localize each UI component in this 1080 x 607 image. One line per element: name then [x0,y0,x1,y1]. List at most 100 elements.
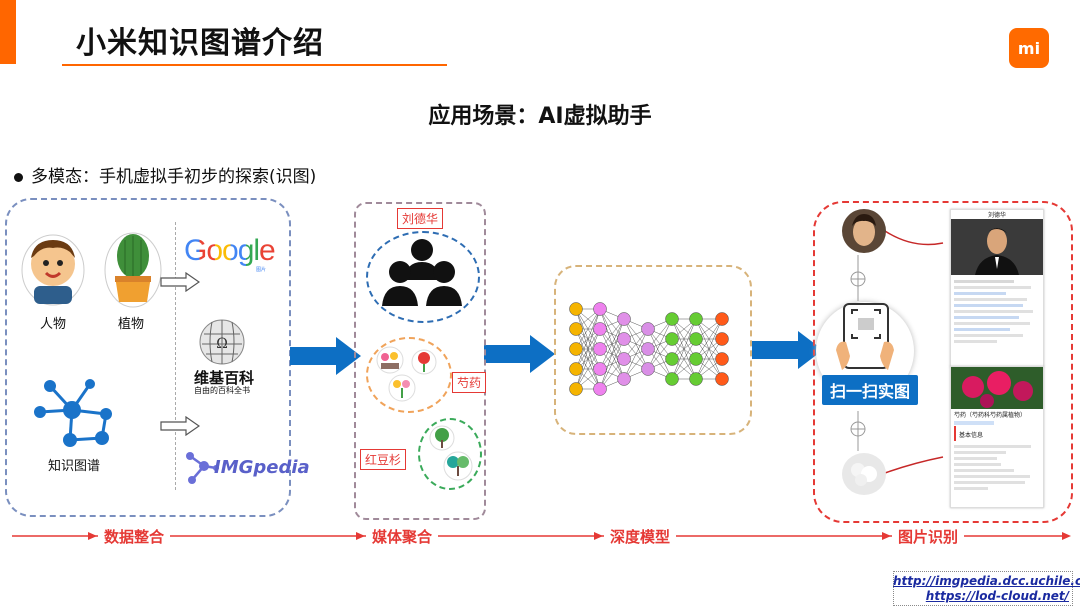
slide-subtitle: 应用场景：AI虚拟助手 [428,104,652,129]
network-node [617,332,631,346]
card-text-line [954,310,1034,313]
cactus-plant-icon [104,232,162,308]
tree-cluster-ellipse [418,418,482,490]
network-node [665,352,679,366]
wikipedia-title: 维基百科 [194,369,255,387]
network-node [617,312,631,326]
link-imgpedia[interactable]: http://imgpedia.dcc.uchile.cl/ [893,574,1080,588]
bullet-point: 多模态：手机虚拟手初步的探索(识图) [14,162,316,187]
flower-images-icon [376,346,437,402]
link-lod-cloud[interactable]: https://lod-cloud.net/ [925,589,1069,603]
page-title: 小米知识图谱介绍 [76,26,324,61]
network-edge [575,308,601,390]
network-edge [575,308,601,370]
network-edge [575,308,601,350]
neural-network-icon [569,302,729,396]
people-silhouette-icon [382,239,462,306]
network-node [641,342,655,356]
network-node [665,372,679,386]
network-node [569,342,583,356]
phone-scan-icon [836,303,894,370]
network-node [569,302,583,316]
network-node [593,362,607,376]
network-edge [671,318,697,360]
card-text-line [954,475,1030,478]
network-node [569,362,583,376]
card-text-line [954,280,1015,283]
network-node [715,352,729,366]
network-node [593,302,607,316]
person-card-title: 刘德华 [987,212,1006,219]
network-node [641,362,655,376]
title-underline [62,64,447,66]
media-aggregation-panel [354,202,486,520]
recognition-connectors [850,230,944,474]
card-text-line [954,457,997,460]
label-plant: 植物 [118,317,145,332]
network-edge [695,318,723,360]
google-images-sub: 图片 [256,267,267,273]
google-logo-text: Google [184,234,276,267]
card-text-line [954,463,1002,466]
card-text-line [954,487,989,490]
flower-photo-icon [842,453,886,495]
network-edge [599,338,625,390]
flower-cluster-ellipse [366,337,452,413]
network-node [689,312,703,326]
network-edge [695,338,723,380]
network-node [715,332,729,346]
person-card-photo [951,219,1043,275]
bullet-dot-icon [14,172,23,182]
card-text-line [954,334,1023,337]
flower-card-section: 基本信息 [954,426,1043,441]
network-edge [599,318,625,370]
card-text-line [954,316,1019,319]
network-node [593,342,607,356]
flow-arrow-icon [290,337,361,375]
mi-logo-text: mi [1017,38,1041,58]
tag-flower-name: 芍药 [452,372,487,393]
label-person: 人物 [40,317,67,332]
network-node [715,372,729,386]
network-node [617,352,631,366]
card-text-line [954,292,1006,295]
network-node [689,372,703,386]
card-text-line [954,298,1028,301]
deep-model-panel [554,265,752,435]
network-node [665,332,679,346]
stage-deep-model: 深度模型 [604,526,677,547]
knowledge-graph-network-icon [34,379,112,447]
person-cluster-ellipse [366,231,480,323]
card-text-line [954,481,1025,484]
network-edge [623,328,649,380]
stage-data-integration: 数据整合 [98,526,171,547]
card-text-line [954,328,1010,331]
card-text-line [954,286,1032,289]
panel-divider [175,222,176,490]
network-node [617,372,631,386]
svg-text:Ω: Ω [216,336,228,352]
google-logo: Google [184,234,276,268]
stage-media-aggregation: 媒体聚合 [366,526,439,547]
card-text-line [954,304,1023,307]
network-node [641,322,655,336]
stage-image-recognition: 图片识别 [892,526,965,547]
reference-links-box [893,571,1073,606]
flower-card-tag [954,421,994,425]
card-text-line [954,340,997,343]
flower-card-title: 芍药（芍药科芍药属植物） [954,412,1027,419]
scan-label: 扫一扫实图 [822,375,919,405]
person-cartoon-icon [21,234,85,306]
tree-images-icon [429,425,473,481]
imgpedia-logo-icon [186,452,219,484]
label-knowledge-graph: 知识图谱 [48,459,101,474]
tag-tree-name: 红豆杉 [360,449,407,470]
wikipedia-subtitle: 自由的百科全书 [194,386,250,395]
image-recognition-panel [813,201,1073,523]
bullet-text: 多模态：手机虚拟手初步的探索(识图) [31,167,317,187]
pipeline-timeline [12,532,1071,540]
network-edge [575,348,601,390]
person-photo-icon [842,209,886,253]
network-node [569,382,583,396]
title-accent-bar [0,0,16,64]
